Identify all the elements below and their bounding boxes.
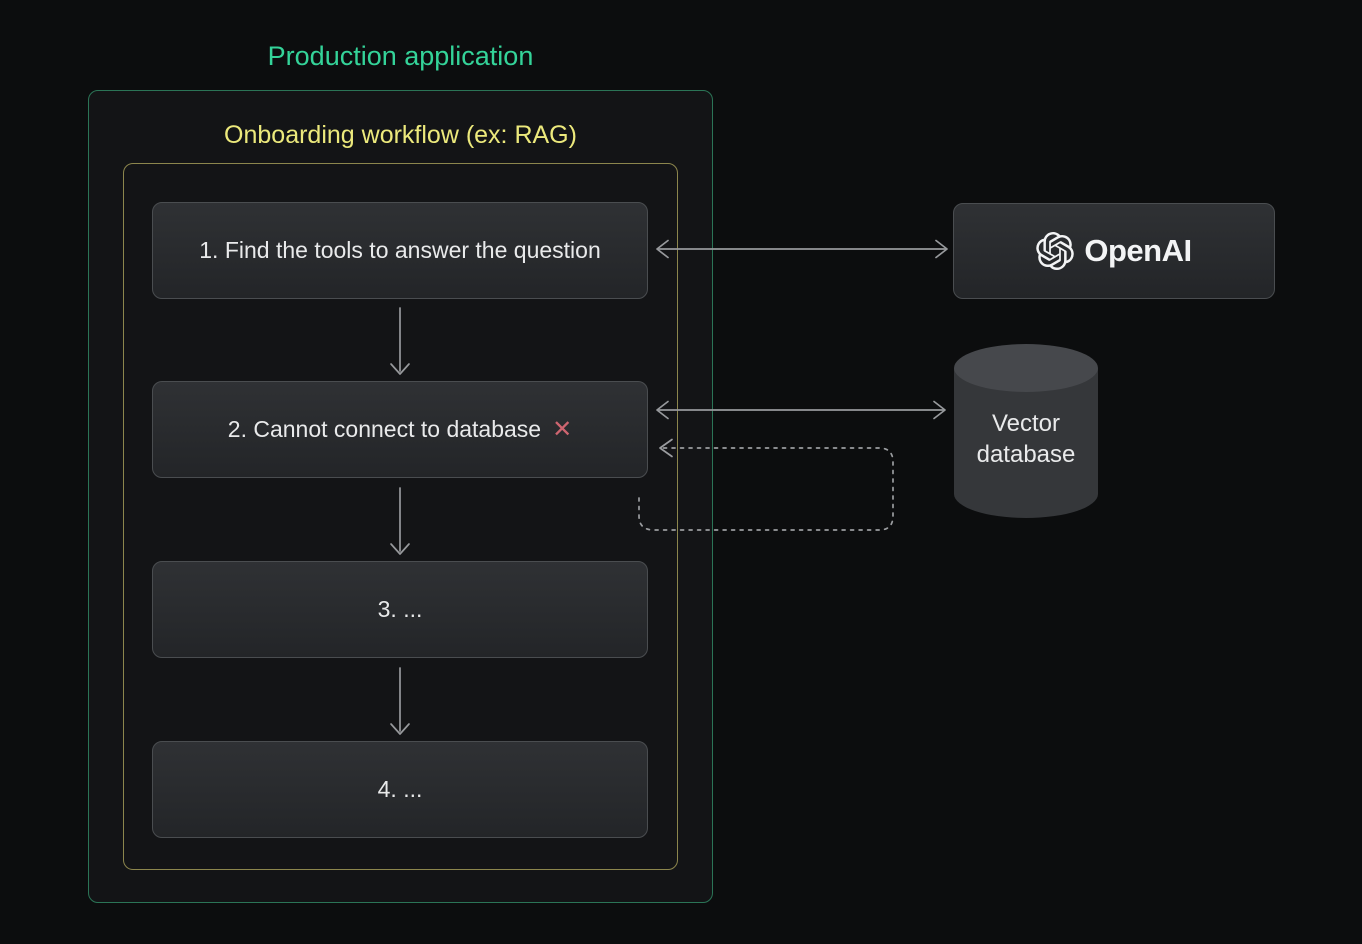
workflow-step-2: 2. Cannot connect to database ✕ [152, 381, 648, 478]
workflow-step-4-label: 4. ... [377, 776, 423, 802]
error-x-icon: ✕ [552, 416, 573, 443]
openai-logo-icon [1036, 232, 1075, 270]
workflow-step-1: 1. Find the tools to answer the question [152, 202, 648, 299]
workflow-step-2-label: 2. Cannot connect to database [227, 416, 542, 442]
vector-database-cylinder [954, 344, 1098, 518]
vector-database-label: Vector database [976, 410, 1076, 468]
openai-node: OpenAI [953, 203, 1275, 299]
workflow-step-1-label: 1. Find the tools to answer the question [199, 237, 601, 263]
workflow-step-3: 3. ... [152, 561, 648, 658]
openai-wordmark: OpenAI [1084, 233, 1192, 268]
workflow-step-3-label: 3. ... [377, 596, 423, 622]
workflow-step-4: 4. ... [152, 741, 648, 838]
production-application-title: Production application [267, 41, 534, 71]
onboarding-workflow-title: Onboarding workflow (ex: RAG) [224, 121, 577, 149]
